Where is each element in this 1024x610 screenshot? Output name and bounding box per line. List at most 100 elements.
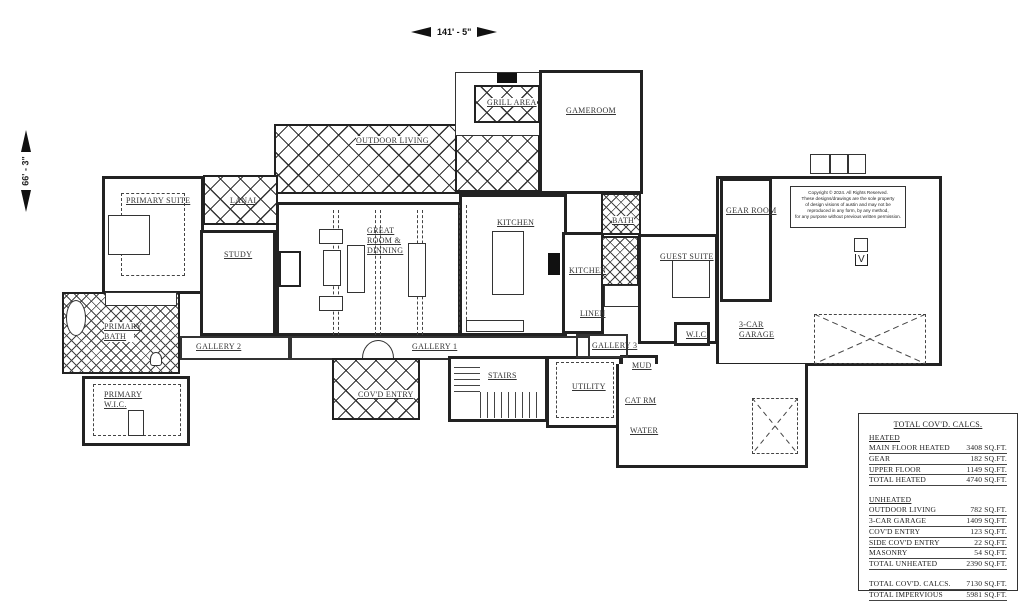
label-gear-room: GEAR ROOM: [726, 206, 777, 215]
wic-island: [128, 410, 144, 436]
label-primary-suite: PRIMARY SUITE: [126, 196, 191, 205]
sofa-icon: [347, 245, 365, 293]
kitchen-2: [562, 232, 604, 334]
label-grill-area: GRILL AREA: [487, 98, 537, 107]
ac-unit-2: [830, 154, 848, 174]
grill-icon: [497, 73, 517, 83]
label-primary-bath: PRIMARY BATH: [104, 322, 143, 342]
side-entry-outline: [752, 398, 798, 454]
kitchen-beam: [459, 205, 467, 330]
calc-value: 22 SQ.FT.: [974, 537, 1007, 547]
garage-door-x-icon: [814, 314, 926, 364]
gameroom: [539, 70, 643, 194]
utility-counters: [556, 362, 614, 418]
calc-label: COV'D ENTRY: [869, 526, 921, 536]
width-dimension-label: 141' - 5": [437, 27, 472, 37]
bed-icon: [108, 215, 150, 255]
ceiling-beam-2: [375, 210, 381, 335]
calc-row: TOTAL HEATED 4740 SQ.FT.: [869, 475, 1007, 487]
calc-label: TOTAL UNHEATED: [869, 559, 938, 569]
label-great-room: GREAT ROOM & DINNING: [367, 226, 404, 255]
calcs-title: TOTAL COV'D. CALCS.: [893, 420, 983, 429]
gallery-3: [576, 334, 628, 358]
garage-lower: [616, 364, 808, 468]
calc-label: SIDE COV'D ENTRY: [869, 537, 940, 547]
calc-row: COV'D ENTRY 123 SQ.FT.: [869, 527, 1007, 538]
arrow-down-icon: [21, 190, 31, 212]
coffee-table-icon: [323, 250, 341, 286]
calc-value: 123 SQ.FT.: [970, 526, 1007, 536]
lanai: [203, 175, 278, 225]
label-cat-rm: CAT RM: [625, 396, 657, 405]
label-bath: BATH: [612, 216, 635, 225]
copyright-notice: Copyright © 2024. All Rights Reserved. T…: [790, 186, 906, 228]
arrow-left-icon: [411, 27, 431, 37]
calc-label: GEAR: [869, 453, 891, 463]
label-utility: UTILITY: [572, 382, 606, 391]
ac-unit-3: [848, 154, 866, 174]
calc-row: TOTAL IMPERVIOUS 5981 SQ.FT.: [869, 590, 1007, 601]
v-marker: V: [855, 254, 868, 266]
width-dimension: 141' - 5": [411, 27, 498, 37]
calc-value: 7130 SQ.FT.: [966, 578, 1007, 588]
calc-label: MASONRY: [869, 548, 908, 558]
label-lanai: LANAI: [230, 196, 257, 205]
ac-unit-1: [810, 154, 830, 174]
calc-value: 5981 SQ.FT.: [966, 589, 1007, 599]
great-room: [276, 202, 461, 336]
guest-bed-icon: [672, 260, 710, 298]
label-kitchen: KITCHEN: [497, 218, 535, 227]
calc-value: 2390 SQ.FT.: [966, 559, 1007, 569]
heated-header: HEATED: [869, 433, 900, 442]
calc-row: GEAR 182 SQ.FT.: [869, 454, 1007, 465]
label-linen: LINEN: [580, 309, 606, 318]
arrow-right-icon: [477, 27, 498, 37]
label-water: WATER: [630, 426, 659, 435]
study: [200, 230, 276, 336]
label-garage: 3-CAR GARAGE: [739, 320, 775, 339]
area-calcs-table: TOTAL COV'D. CALCS. HEATED MAIN FLOOR HE…: [858, 413, 1018, 601]
gallery-2: [180, 336, 290, 360]
armchair-2-icon: [319, 296, 343, 311]
dining-table-icon: [408, 243, 426, 297]
calc-label: OUTDOOR LIVING: [869, 505, 937, 515]
label-guest-suite: GUEST SUITE: [660, 252, 714, 261]
calc-value: 1409 SQ.FT.: [966, 515, 1007, 525]
bath-2: [601, 236, 639, 286]
calc-row: SIDE COV'D ENTRY 22 SQ.FT.: [869, 538, 1007, 549]
gallery-1: [290, 336, 590, 360]
label-stairs: STAIRS: [488, 371, 517, 380]
copyright-line-3: of design visions of austin and may not …: [805, 202, 891, 207]
label-mud: MUD: [632, 361, 652, 370]
calc-value: 3408 SQ.FT.: [966, 443, 1007, 452]
calc-label: TOTAL IMPERVIOUS: [869, 589, 943, 599]
calc-row: TOTAL COV'D. CALCS. 7130 SQ.FT.: [869, 579, 1007, 590]
copyright-line-1: Copyright © 2024. All Rights Reserved.: [808, 190, 888, 195]
calc-value: 54 SQ.FT.: [974, 548, 1007, 558]
label-gallery-1: GALLERY 1: [412, 342, 458, 351]
calc-value: 782 SQ.FT.: [970, 505, 1007, 515]
guest-wic: [674, 322, 710, 346]
calc-row: MASONRY 54 SQ.FT.: [869, 548, 1007, 560]
kitchen-counter: [466, 320, 524, 332]
shower: [604, 285, 640, 307]
depth-dimension: 66' - 3": [19, 130, 33, 212]
calc-label: TOTAL HEATED: [869, 475, 926, 485]
calc-value: 182 SQ.FT.: [970, 453, 1007, 463]
armchair-1-icon: [319, 229, 343, 244]
vanity-counter: [105, 292, 177, 306]
fireplace-icon: [279, 251, 301, 287]
copyright-line-5: for any purpose without previous written…: [795, 214, 901, 219]
label-gallery-2: GALLERY 2: [196, 342, 242, 351]
calc-row: OUTDOOR LIVING 782 SQ.FT.: [869, 505, 1007, 516]
garage-door-outline: [814, 314, 926, 364]
calc-label: TOTAL COV'D. CALCS.: [869, 578, 951, 588]
calc-label: 3-CAR GARAGE: [869, 515, 927, 525]
stair-treads-left: [454, 362, 480, 392]
calc-value: 4740 SQ.FT.: [966, 475, 1007, 485]
water-heater-box: [854, 238, 868, 252]
side-entry-x-icon: [752, 398, 798, 454]
label-gameroom: GAMEROOM: [566, 106, 616, 115]
